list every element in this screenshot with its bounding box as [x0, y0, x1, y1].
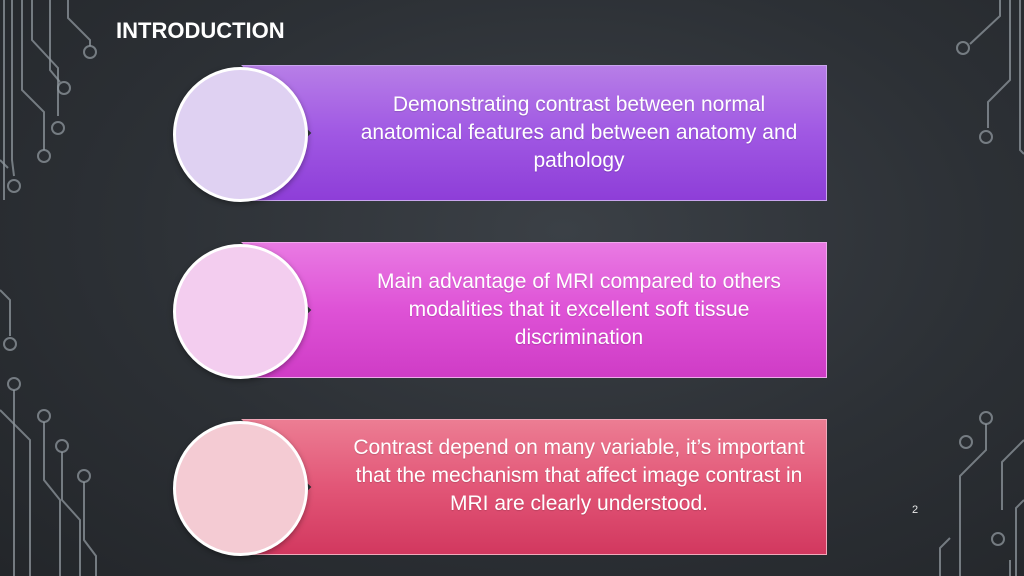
circuit-trace: [959, 424, 987, 576]
circuit-trace: [43, 422, 61, 576]
page-number: 2: [912, 504, 919, 516]
item-circle-3: [173, 421, 308, 556]
circuit-trace: [987, 0, 1011, 128]
circuit-trace: [83, 482, 97, 576]
circuit-node: [7, 377, 21, 391]
circuit-trace: [49, 0, 61, 83]
circuit-trace: [11, 0, 15, 177]
item-circle-1: [173, 67, 308, 202]
circuit-node: [991, 532, 1005, 546]
circuit-trace: [969, 0, 1001, 45]
item-text-1: Demonstrating contrast between normal an…: [360, 93, 798, 172]
circuit-trace: [0, 289, 11, 336]
item-panel-2: Main advantage of MRI compared to others…: [241, 242, 827, 378]
circuit-node: [77, 469, 91, 483]
circuit-trace: [21, 0, 45, 150]
circuit-node: [959, 435, 973, 449]
circuit-trace: [61, 452, 81, 576]
circuit-trace: [939, 537, 951, 576]
circuit-node: [3, 337, 17, 351]
circuit-node: [7, 179, 21, 193]
circuit-node: [57, 81, 71, 95]
circuit-node: [956, 41, 970, 55]
item-text-2: Main advantage of MRI compared to others…: [377, 270, 781, 349]
item-circle-2: [173, 244, 308, 379]
circuit-node: [55, 439, 69, 453]
circuit-trace: [67, 0, 91, 46]
circuit-node: [83, 45, 97, 59]
circuit-node: [979, 130, 993, 144]
slide-title: INTRODUCTION: [116, 18, 285, 43]
circuit-trace: [1001, 439, 1024, 510]
circuit-node: [51, 121, 65, 135]
circuit-trace: [31, 0, 59, 116]
circuit-node: [37, 409, 51, 423]
circuit-node: [37, 149, 51, 163]
circuit-trace: [0, 409, 31, 576]
circuit-trace: [1015, 499, 1024, 576]
item-panel-3: Contrast depend on many variable, it’s i…: [241, 419, 827, 555]
item-panel-1: Demonstrating contrast between normal an…: [241, 65, 827, 201]
circuit-trace: [1019, 0, 1024, 155]
circuit-trace: [0, 159, 9, 169]
item-text-3: Contrast depend on many variable, it’s i…: [353, 436, 805, 515]
circuit-node: [979, 411, 993, 425]
